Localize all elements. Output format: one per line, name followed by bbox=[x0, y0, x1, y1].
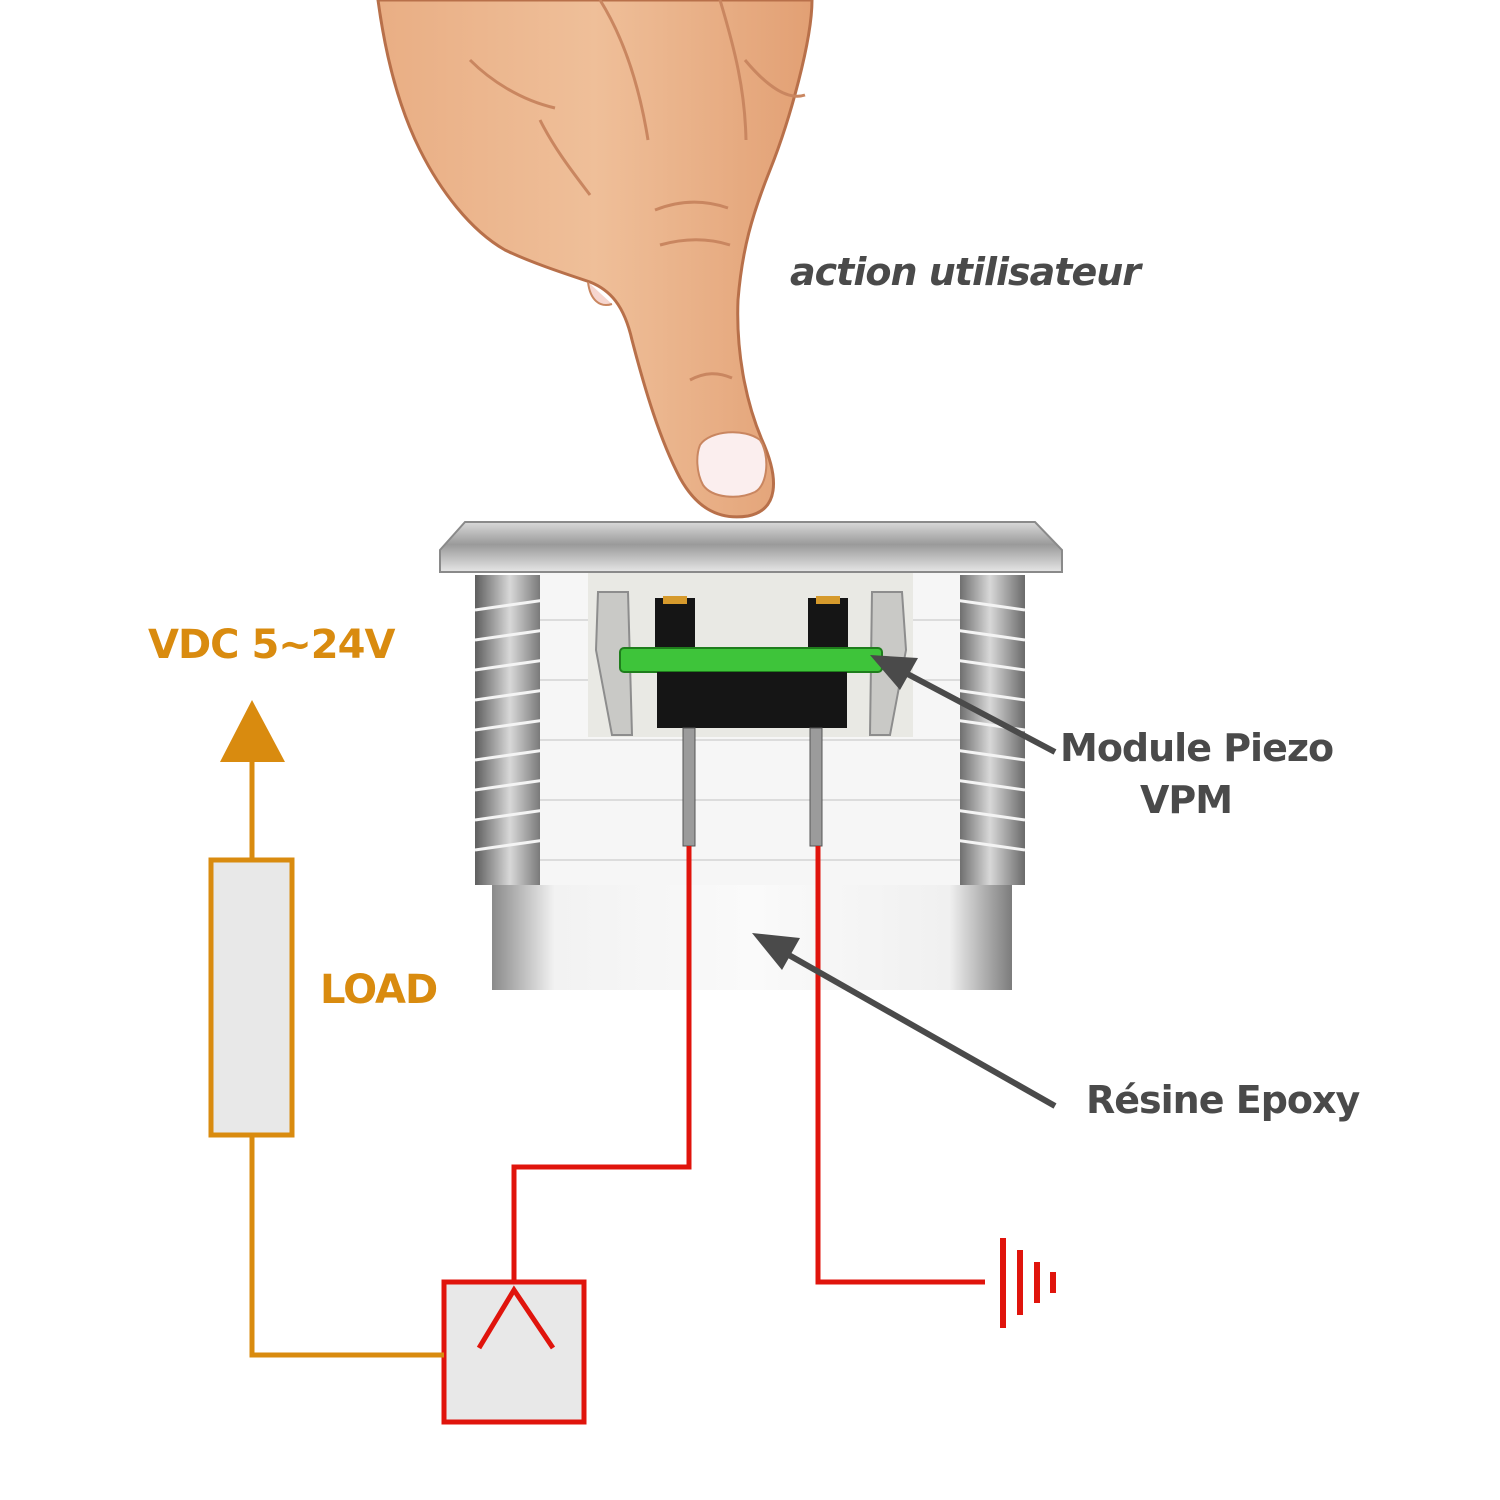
power-wires bbox=[249, 760, 444, 1358]
hand-icon bbox=[376, 0, 814, 519]
piezo-module-label: Module Piezo VPM bbox=[1060, 722, 1334, 826]
thread-left bbox=[474, 575, 546, 885]
piezo-pcb bbox=[619, 647, 883, 673]
relay-icon bbox=[441, 1279, 587, 1425]
ground-icon bbox=[1000, 1238, 1056, 1328]
arrow-up-icon bbox=[220, 700, 285, 762]
epoxy-label: Résine Epoxy bbox=[1086, 1078, 1360, 1122]
pointer-arrow-epoxy bbox=[752, 933, 1057, 1109]
switch-housing bbox=[439, 521, 1063, 990]
signal-wires bbox=[511, 846, 985, 1290]
load-label: LOAD bbox=[320, 967, 438, 1013]
load-resistor bbox=[208, 857, 295, 1138]
piezo-label-line2: VPM bbox=[1139, 778, 1233, 822]
user-action-label: action utilisateur bbox=[790, 250, 1141, 294]
piezo-label-line1: Module Piezo bbox=[1060, 726, 1334, 770]
button-cap bbox=[439, 521, 1063, 573]
voltage-label: VDC 5~24V bbox=[148, 622, 395, 668]
pointer-arrow-piezo bbox=[870, 655, 1057, 755]
